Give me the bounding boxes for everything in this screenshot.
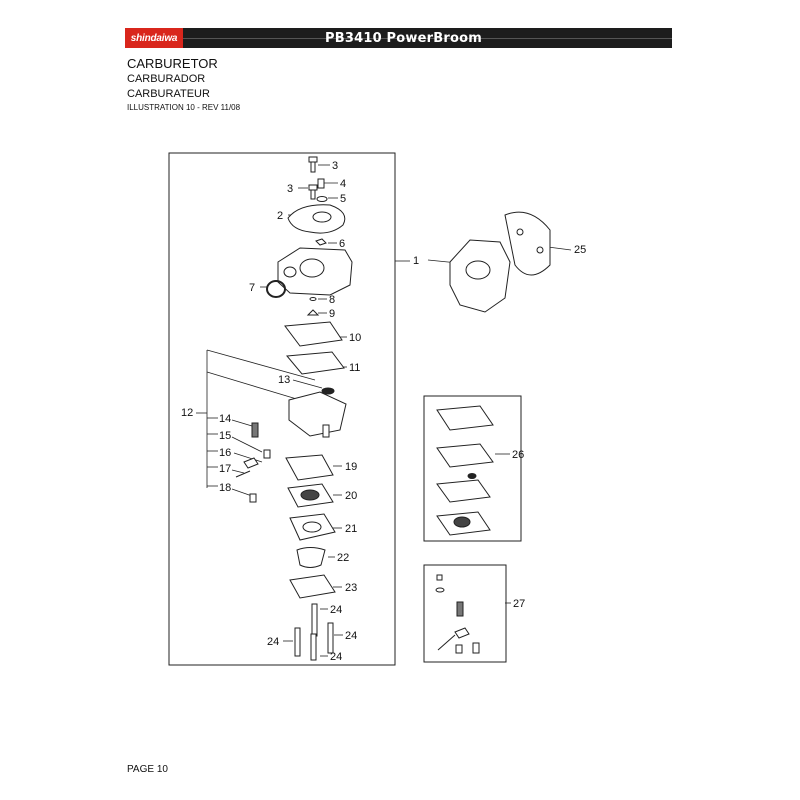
callout-26: 26 (512, 449, 524, 461)
gasket-10 (284, 321, 343, 347)
screw-3b-shank (310, 189, 316, 200)
kit-27-frame (423, 564, 507, 663)
callout-5: 5 (340, 193, 346, 205)
primer-22 (296, 547, 326, 568)
part-6 (315, 238, 327, 246)
callout-7: 7 (249, 282, 255, 294)
callout-8: 8 (329, 294, 335, 306)
part-13 (321, 387, 335, 395)
washer-5 (316, 196, 328, 202)
callout-3b: 3 (287, 183, 293, 195)
callout-16: 16 (219, 447, 231, 459)
diaphragm-20-center (300, 489, 320, 501)
callout-24d: 24 (330, 651, 342, 663)
title-french: CARBURATEUR (127, 88, 210, 100)
callout-20: 20 (345, 490, 357, 502)
screw-18 (249, 493, 257, 503)
screw-3b-head (308, 184, 318, 191)
callout-9: 9 (329, 308, 335, 320)
illustration-label: ILLUSTRATION 10 - REV 11/08 (127, 103, 241, 112)
callout-24c: 24 (267, 636, 279, 648)
screw-24b (327, 622, 334, 654)
callout-10: 10 (349, 332, 361, 344)
carb-bore (299, 258, 325, 278)
callout-21: 21 (345, 523, 357, 535)
callout-23: 23 (345, 582, 357, 594)
callout-19: 19 (345, 461, 357, 473)
callout-25: 25 (574, 244, 586, 256)
gasket-19 (285, 454, 334, 481)
leader-lines (196, 164, 572, 657)
callout-13: 13 (278, 374, 290, 386)
part-8 (309, 297, 317, 301)
kit27-washer (435, 587, 445, 593)
kit26-gasket-2 (436, 479, 491, 503)
gasket-25-hole-a (516, 228, 524, 236)
carb-assembly-bore (465, 260, 491, 280)
throttle-2-hub (312, 211, 332, 223)
pump-fitting (322, 424, 330, 438)
callout-15: 15 (219, 430, 231, 442)
kit27-screw (436, 574, 443, 581)
page-number: PAGE 10 (127, 764, 168, 775)
callout-2: 2 (277, 210, 283, 222)
callout-22: 22 (337, 552, 349, 564)
diaphragm-11 (286, 351, 345, 375)
callout-3a: 3 (332, 160, 338, 172)
model-title: PB3410 PowerBroom (325, 31, 482, 46)
callout-12: 12 (181, 407, 193, 419)
part-15 (263, 449, 271, 459)
gasket-25-hole-b (536, 246, 544, 254)
header-bar (125, 28, 672, 48)
kit26-center (453, 516, 471, 528)
title-spanish: CARBURADOR (127, 73, 206, 85)
brand-logo: shindaiwa (125, 28, 183, 48)
kit-26-frame (423, 395, 522, 542)
callout-1: 1 (413, 255, 419, 267)
callout-4: 4 (340, 178, 346, 190)
kit26-gasket (436, 405, 494, 431)
callout-labels: 3 4 3 5 2 6 1 25 7 8 9 10 11 13 12 14 15… (181, 160, 586, 663)
callout-6: 6 (339, 238, 345, 250)
carb-bore-2 (283, 266, 297, 278)
part-4 (317, 178, 325, 189)
callout-24b: 24 (345, 630, 357, 642)
kit27-spring (456, 601, 464, 617)
title-english: CARBURETOR (127, 56, 218, 71)
callout-14: 14 (219, 413, 231, 425)
callout-27: 27 (513, 598, 525, 610)
kit26-check (467, 473, 477, 479)
ring-7 (266, 280, 286, 298)
pump-body (288, 391, 347, 437)
kit27-needle (472, 642, 480, 654)
retainer-23 (289, 574, 336, 599)
lever-16 (243, 457, 259, 469)
parts (235, 156, 551, 661)
callout-17: 17 (219, 463, 231, 475)
screw-24a (311, 603, 318, 637)
screw-3-head (308, 156, 318, 163)
cover-21-center (302, 521, 322, 533)
part-9 (306, 309, 320, 316)
pin-17 (235, 470, 251, 478)
kit26-diaphragm (436, 443, 494, 468)
main-frame (168, 152, 396, 666)
kit27-lever (454, 627, 470, 639)
callout-24a: 24 (330, 604, 342, 616)
kit27-screw-2 (455, 644, 463, 654)
screw-24c (294, 627, 301, 657)
screw-3-shank (310, 161, 316, 173)
gasket-25 (504, 211, 551, 276)
spring-14 (251, 422, 259, 438)
screw-24d (310, 633, 317, 661)
callout-11: 11 (349, 362, 360, 374)
callout-18: 18 (219, 482, 231, 494)
kit27-pin (437, 634, 456, 651)
